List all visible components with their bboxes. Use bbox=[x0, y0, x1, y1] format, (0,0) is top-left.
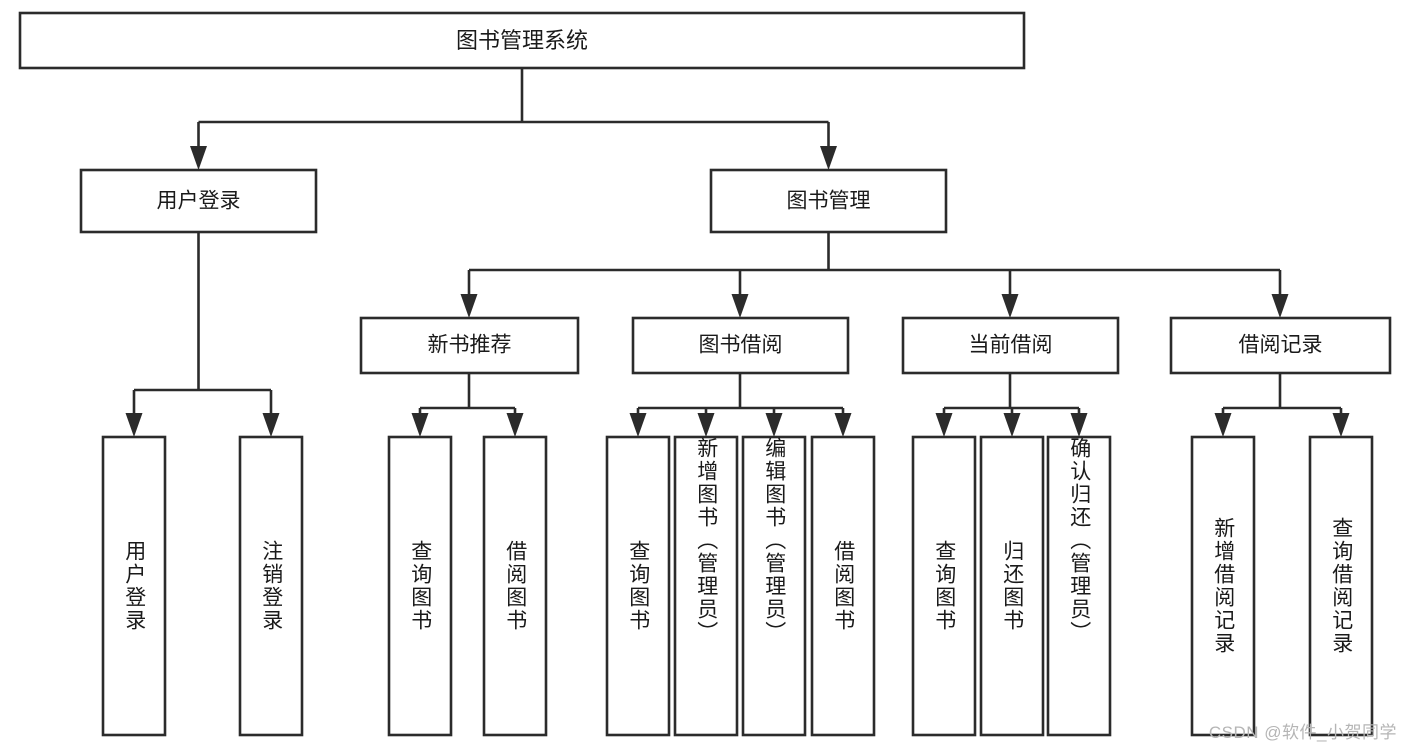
leaf-box-query-book-3[interactable] bbox=[911, 435, 977, 737]
node-new-book-recommend-label: 新书推荐 bbox=[428, 334, 512, 357]
node-root-label: 图书管理系统 bbox=[456, 28, 588, 53]
node-user-login[interactable]: 用户登录 bbox=[79, 168, 318, 234]
node-borrow-record[interactable]: 借阅记录 bbox=[1169, 316, 1392, 375]
leaf-box-query-book-2[interactable] bbox=[605, 435, 671, 737]
connector-group-book-borrow bbox=[629, 373, 852, 437]
arrow-br-to-leaf2 bbox=[1332, 413, 1350, 437]
node-new-book-recommend[interactable]: 新书推荐 bbox=[359, 316, 580, 375]
arrow-ul-to-leaf2 bbox=[262, 413, 280, 437]
leaf-box-logout-login[interactable] bbox=[238, 435, 304, 737]
arrow-bb-to-leaf2 bbox=[697, 413, 715, 437]
arrow-nb-to-leaf2 bbox=[506, 413, 524, 437]
node-book-borrow[interactable]: 图书借阅 bbox=[631, 316, 850, 375]
leaf-box-add-record[interactable] bbox=[1190, 435, 1256, 737]
node-root[interactable]: 图书管理系统 bbox=[18, 11, 1026, 70]
arrow-br-to-leaf1 bbox=[1214, 413, 1232, 437]
leaf-box-edit-book[interactable] bbox=[741, 435, 807, 737]
arrow-root-to-user-login bbox=[190, 146, 207, 170]
leaf-box-query-record[interactable] bbox=[1308, 435, 1374, 737]
arrow-bb-to-leaf4 bbox=[834, 413, 852, 437]
connector-group-current-borrow bbox=[935, 373, 1088, 437]
node-book-manage[interactable]: 图书管理 bbox=[709, 168, 948, 234]
node-borrow-record-box[interactable] bbox=[1169, 316, 1392, 375]
arrow-bm-to-book-borrow bbox=[731, 294, 749, 318]
node-root-box[interactable] bbox=[18, 11, 1026, 70]
node-current-borrow[interactable]: 当前借阅 bbox=[901, 316, 1120, 375]
arrow-root-to-book-manage bbox=[820, 146, 837, 170]
arrow-cb-to-leaf1 bbox=[935, 413, 953, 437]
node-user-login-box[interactable] bbox=[79, 168, 318, 234]
connector-group-user-login bbox=[125, 232, 280, 437]
arrow-bm-to-current-borrow bbox=[1001, 294, 1019, 318]
arrow-cb-to-leaf2 bbox=[1003, 413, 1021, 437]
node-book-borrow-box[interactable] bbox=[631, 316, 850, 375]
arrow-bm-to-new-book bbox=[460, 294, 478, 318]
node-book-manage-box[interactable] bbox=[709, 168, 948, 234]
node-borrow-record-label: 借阅记录 bbox=[1239, 334, 1323, 357]
arrow-ul-to-leaf1 bbox=[125, 413, 143, 437]
leaf-box-borrow-book-2[interactable] bbox=[810, 435, 876, 737]
arrow-bb-to-leaf1 bbox=[629, 413, 647, 437]
arrow-bb-to-leaf3 bbox=[765, 413, 783, 437]
connector-group-root bbox=[190, 68, 837, 170]
node-current-borrow-label: 当前借阅 bbox=[969, 334, 1053, 357]
csdn-watermark: CSDN @软件_小贺同学 bbox=[1208, 723, 1397, 742]
node-book-borrow-label: 图书借阅 bbox=[699, 334, 783, 357]
arrow-cb-to-leaf3 bbox=[1070, 413, 1088, 437]
node-user-login-label: 用户登录 bbox=[157, 190, 241, 213]
leaf-box-return-book[interactable] bbox=[979, 435, 1045, 737]
connector-group-book-manage bbox=[460, 232, 1289, 318]
node-current-borrow-box[interactable] bbox=[901, 316, 1120, 375]
leaf-box-confirm-return[interactable] bbox=[1046, 435, 1112, 737]
leaf-box-borrow-book-1[interactable] bbox=[482, 435, 548, 737]
leaf-box-add-book[interactable] bbox=[673, 435, 739, 737]
node-book-manage-label: 图书管理 bbox=[787, 190, 871, 213]
leaf-box-user-login[interactable] bbox=[101, 435, 167, 737]
arrow-nb-to-leaf1 bbox=[411, 413, 429, 437]
node-new-book-recommend-box[interactable] bbox=[359, 316, 580, 375]
arrow-bm-to-borrow-record bbox=[1271, 294, 1289, 318]
connector-group-borrow-record bbox=[1214, 373, 1350, 437]
leaf-box-query-book-1[interactable] bbox=[387, 435, 453, 737]
connector-group-new-book-recommend bbox=[411, 373, 524, 437]
